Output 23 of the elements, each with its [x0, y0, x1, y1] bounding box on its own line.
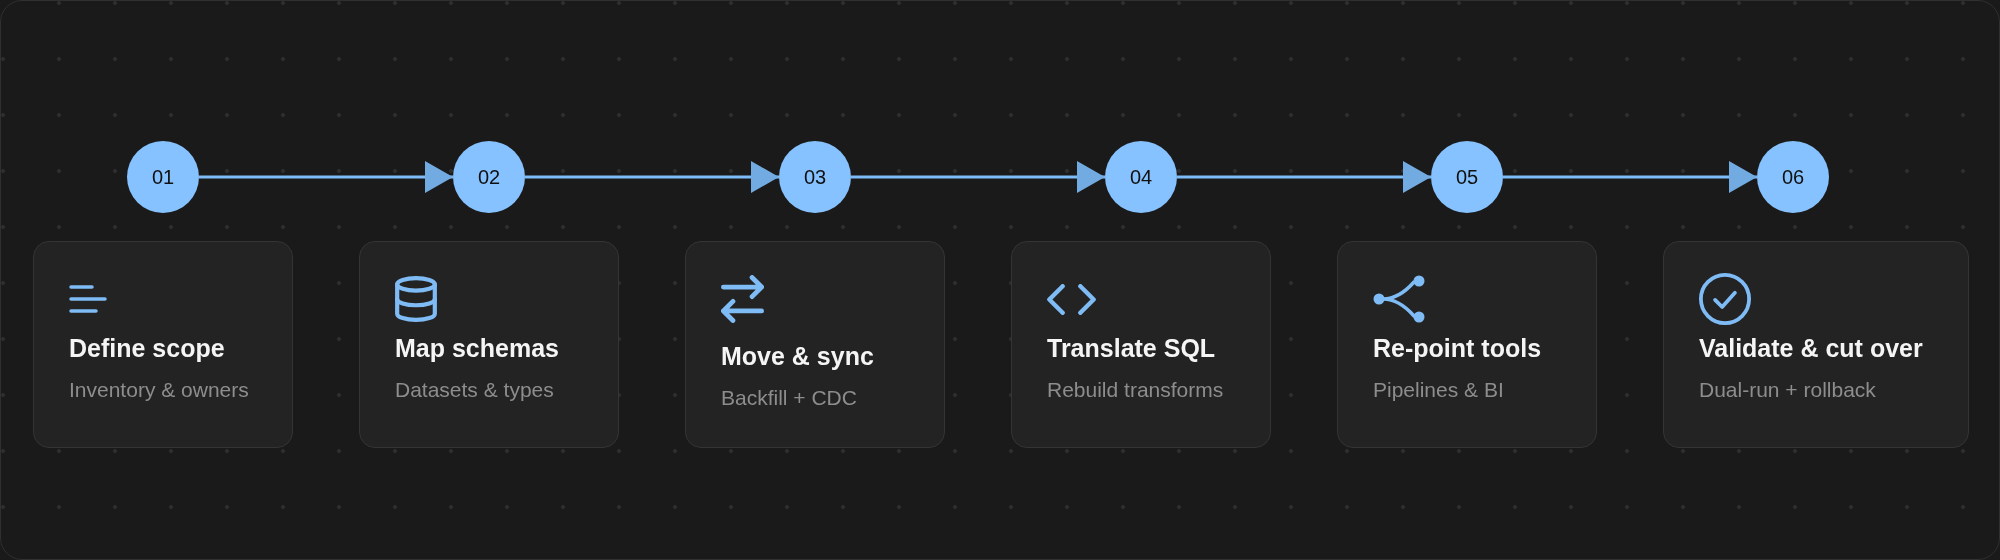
step-card: [1011, 241, 1271, 448]
step-description: Inventory & owners: [69, 377, 250, 403]
step-description: Datasets & types: [395, 377, 555, 403]
step-card: [1337, 241, 1597, 448]
arrow: [1503, 161, 1757, 193]
arrow: [1177, 161, 1431, 193]
step-title: Map schemas: [395, 333, 560, 363]
step-description: Rebuild transforms: [1047, 377, 1225, 403]
step-description: Backfill + CDC: [721, 385, 858, 411]
step-title: Define scope: [69, 333, 226, 363]
step-card: [359, 241, 619, 448]
step-title: Re-point tools: [1373, 333, 1543, 363]
step-card: [1663, 241, 1969, 448]
arrow: [199, 161, 453, 193]
step-card: [33, 241, 293, 448]
arrow: [851, 161, 1105, 193]
step-card: [685, 241, 945, 448]
step-title: Validate & cut over: [1699, 333, 1924, 363]
step-description: Dual-run + rollback: [1699, 377, 1877, 403]
step-title: Translate SQL: [1047, 333, 1217, 363]
step-title: Move & sync: [721, 341, 875, 371]
arrow: [525, 161, 779, 193]
step-description: Pipelines & BI: [1373, 377, 1505, 403]
